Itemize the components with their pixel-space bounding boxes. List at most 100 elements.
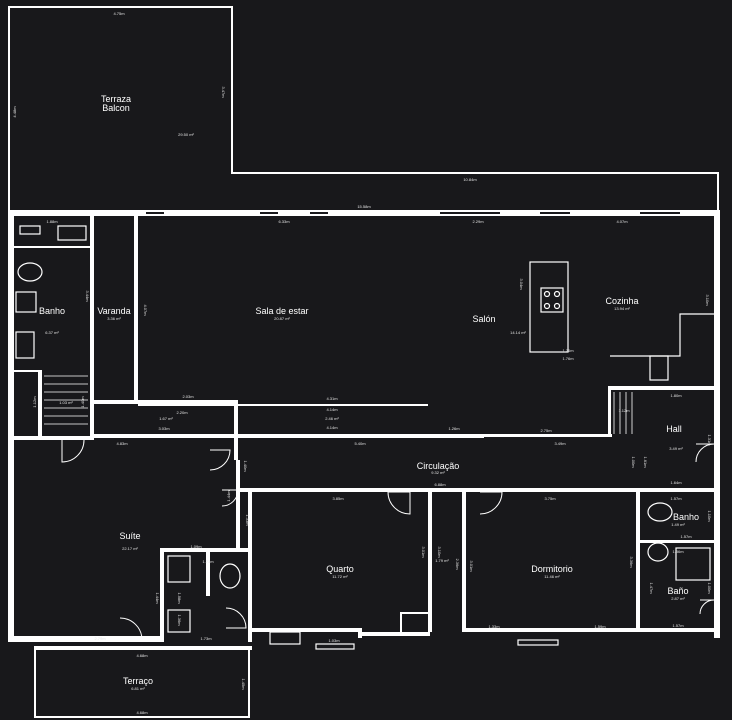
dimension-label: 1.09m	[190, 544, 202, 549]
room-area: 29.50 m²	[178, 132, 194, 137]
dimension-label: 6.33m	[278, 219, 290, 224]
wall	[160, 548, 250, 552]
door-icon	[695, 443, 715, 463]
dimension-label: 1.00m	[631, 456, 636, 468]
dimension-label: 4.07m	[143, 304, 148, 316]
dimension-label: 3.75m	[544, 496, 556, 501]
room-name: Dormitorio	[531, 564, 573, 574]
wall	[428, 492, 432, 632]
window	[260, 212, 278, 214]
room-name: Salón	[472, 314, 495, 324]
counter-outline	[610, 313, 714, 357]
wall	[462, 492, 466, 632]
dimension-label: 3.10m	[437, 546, 442, 558]
wall	[714, 210, 720, 490]
room-area: 1.03 m²	[59, 400, 73, 405]
wall	[248, 646, 250, 718]
dimension-label: 1.12m	[618, 408, 630, 413]
wall	[234, 400, 238, 460]
room-area: 11.72 m²	[332, 574, 348, 579]
room-area: 20.87 m²	[274, 316, 290, 321]
dimension-label: 1.73m	[200, 636, 212, 641]
dimension-label: 1.33m	[245, 514, 250, 526]
room-name: Cozinha	[605, 296, 638, 306]
dimension-label: 4.48m	[12, 106, 17, 118]
wall	[574, 628, 636, 632]
wall	[640, 540, 714, 543]
room-name: Hall	[666, 424, 682, 434]
room-area: 3.36 m²	[107, 316, 121, 321]
wall	[160, 548, 164, 642]
wall	[248, 488, 252, 642]
dimension-label: 2.20m	[176, 410, 188, 415]
dimension-label: 1.40m	[80, 396, 85, 408]
burner-icon	[543, 290, 551, 298]
dimension-label: 3.49m	[554, 441, 566, 446]
room-name: Circulação	[417, 461, 460, 471]
vanity-icon	[19, 225, 41, 235]
dimension-label: 1.36m	[672, 549, 684, 554]
wall	[90, 216, 94, 438]
window	[640, 212, 680, 214]
room-name: Baño	[667, 586, 688, 596]
dimension-label: 1.40m	[243, 460, 248, 472]
window	[540, 212, 570, 214]
room-name: Sala de estar	[255, 306, 308, 316]
wall	[8, 636, 162, 642]
dimension-label: 4.68m	[136, 710, 148, 715]
dimension-label: 3.01m	[421, 546, 426, 558]
dimension-label: 10.84m	[463, 177, 477, 182]
wall	[717, 172, 719, 214]
wall	[94, 434, 484, 438]
dimension-label: 1.64m	[670, 480, 682, 485]
door-icon	[479, 491, 503, 515]
room-area: 3.49 m²	[669, 446, 683, 451]
sink-icon	[15, 291, 37, 313]
door-icon	[61, 439, 85, 463]
room-area: 14.14 m²	[510, 330, 526, 335]
dimension-label: 2.03m	[182, 394, 194, 399]
wall	[466, 628, 576, 632]
wall	[34, 716, 250, 718]
wall	[400, 612, 430, 614]
door-icon	[387, 491, 411, 515]
dimension-label: 3.85m	[332, 496, 344, 501]
window	[146, 212, 164, 214]
dimension-label: 1.58m	[177, 592, 182, 604]
room-area: 11.46 m²	[544, 574, 560, 579]
wall	[250, 628, 360, 632]
wall	[14, 436, 94, 440]
dimension-label: 1.44m	[226, 490, 231, 502]
dimension-labels: 4.75m 4.48m 3.47m 10.84m 15.58m 1.88m 6.…	[12, 11, 712, 715]
dimension-label: 1.26m	[448, 426, 460, 431]
wall	[34, 646, 252, 650]
dimension-label: 6.88m	[434, 482, 446, 487]
dimension-label: 1.80m	[670, 393, 682, 398]
dimension-label: 2.79m	[94, 636, 106, 641]
dimension-label: 1.57m	[680, 534, 692, 539]
shower-icon	[167, 555, 191, 583]
walls	[8, 6, 720, 718]
window-icon	[517, 639, 559, 646]
room-area: 6.81 m²	[131, 686, 145, 691]
room-area: 9.32 m²	[431, 470, 445, 475]
wall	[38, 370, 42, 436]
dimension-label: 15.58m	[357, 204, 371, 209]
window	[310, 212, 328, 214]
toilet-icon	[17, 262, 43, 282]
wall	[14, 246, 92, 248]
room-area: 1.67 m²	[159, 416, 173, 421]
wall	[400, 612, 402, 632]
dimension-label: 3.04m	[519, 278, 524, 290]
door-icon	[119, 617, 143, 641]
wall	[236, 460, 240, 550]
dimension-label: 3.47m	[221, 86, 226, 98]
dimension-label: 1.45m	[241, 678, 246, 690]
fixtures	[15, 225, 714, 650]
shower-icon	[675, 547, 711, 581]
dimension-label: 2.75m	[540, 428, 552, 433]
dimension-label: 4.14m	[326, 407, 338, 412]
wall	[14, 370, 42, 372]
room-area: 13.94 m²	[614, 306, 630, 311]
